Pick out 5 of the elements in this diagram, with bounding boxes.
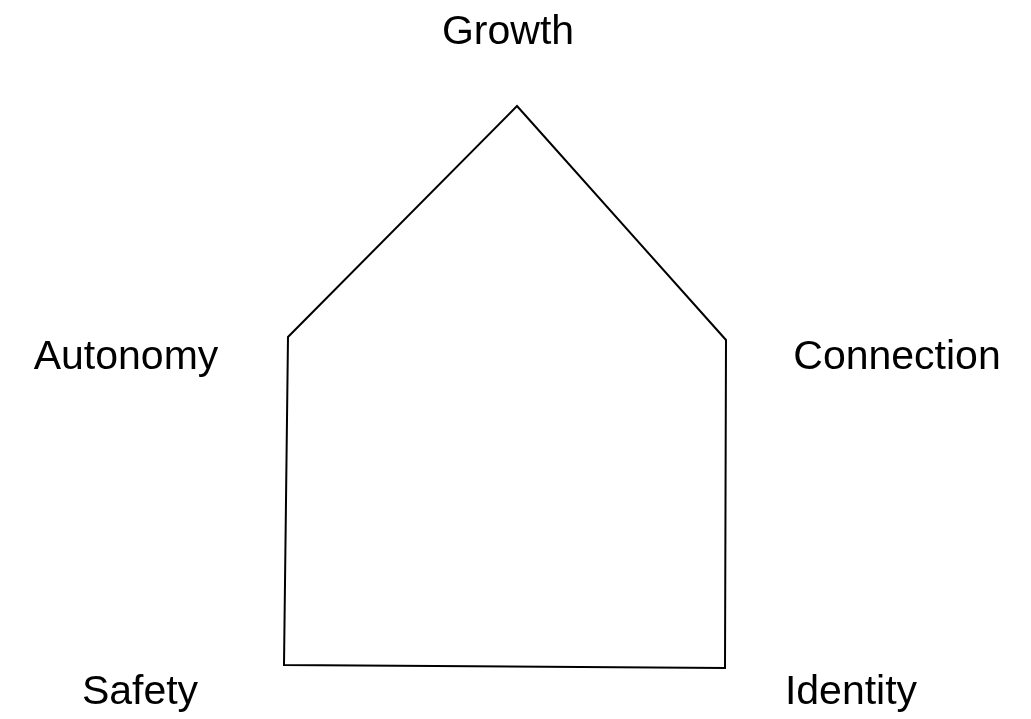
- vertex-label: Connection: [793, 334, 1001, 376]
- vertex-label: Safety: [81, 669, 199, 711]
- vertex-label: Autonomy: [33, 334, 219, 376]
- vertex-label: Growth: [441, 9, 575, 51]
- vertex-label: Identity: [784, 669, 918, 711]
